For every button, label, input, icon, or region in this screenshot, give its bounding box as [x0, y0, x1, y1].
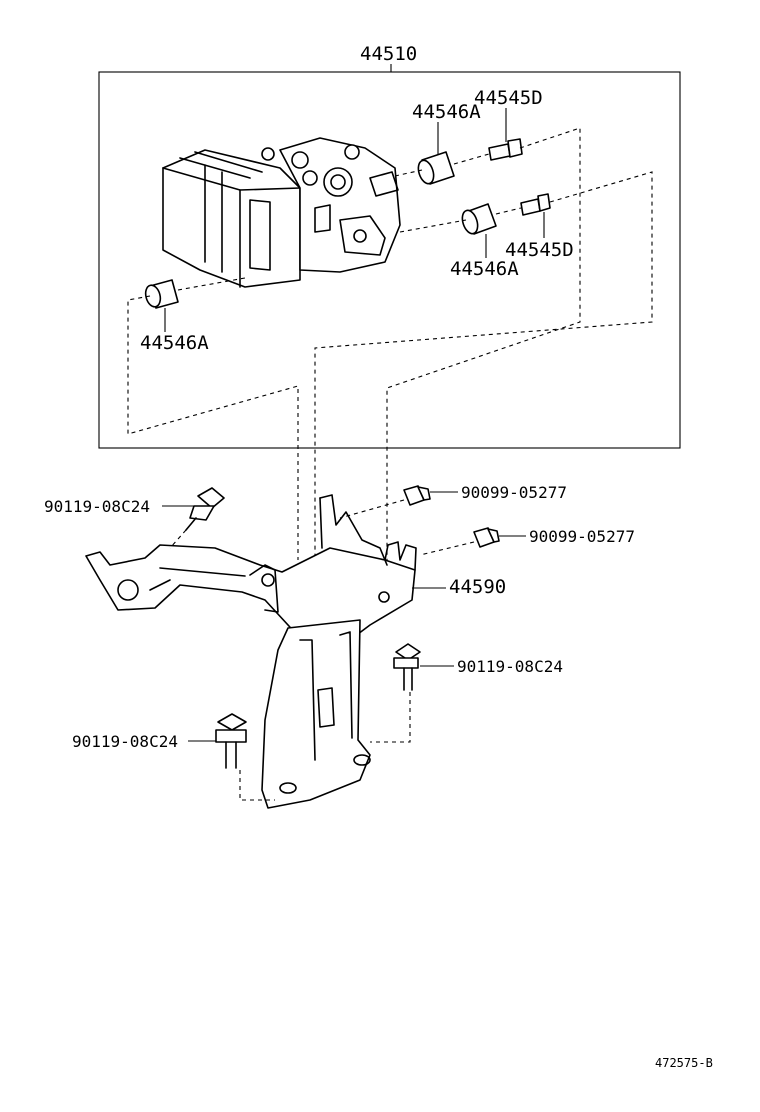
assembly-label: 44510	[360, 43, 417, 65]
bolt-top[interactable]	[488, 138, 523, 161]
bolt-right[interactable]	[393, 643, 421, 691]
label-bolt-left: 90119-08C24	[44, 497, 150, 516]
label-bolt-top: 44545D	[474, 87, 543, 109]
label-bracket: 44590	[449, 576, 506, 598]
bracket[interactable]	[85, 494, 417, 809]
label-damper-mid: 44546A	[450, 258, 519, 280]
abs-actuator[interactable]	[162, 137, 401, 288]
bolt-bottom[interactable]	[215, 713, 247, 769]
damper-top[interactable]	[416, 151, 455, 186]
bolt-mid[interactable]	[520, 193, 551, 216]
label-nut-upper: 90099-05277	[461, 483, 567, 502]
label-nut-lower: 90099-05277	[529, 527, 635, 546]
damper-left[interactable]	[143, 279, 179, 309]
assembly-frame	[98, 71, 681, 449]
bolt-left[interactable]	[185, 487, 225, 531]
label-bolt-bottom: 90119-08C24	[72, 732, 178, 751]
label-bolt-mid: 44545D	[505, 239, 574, 261]
damper-mid[interactable]	[460, 203, 497, 236]
nut-lower[interactable]	[473, 527, 500, 548]
nut-upper[interactable]	[403, 485, 431, 506]
label-damper-left: 44546A	[140, 332, 209, 354]
label-bolt-right: 90119-08C24	[457, 657, 563, 676]
figure-code: 472575-B	[655, 1056, 713, 1070]
label-damper-top: 44546A	[412, 101, 481, 123]
